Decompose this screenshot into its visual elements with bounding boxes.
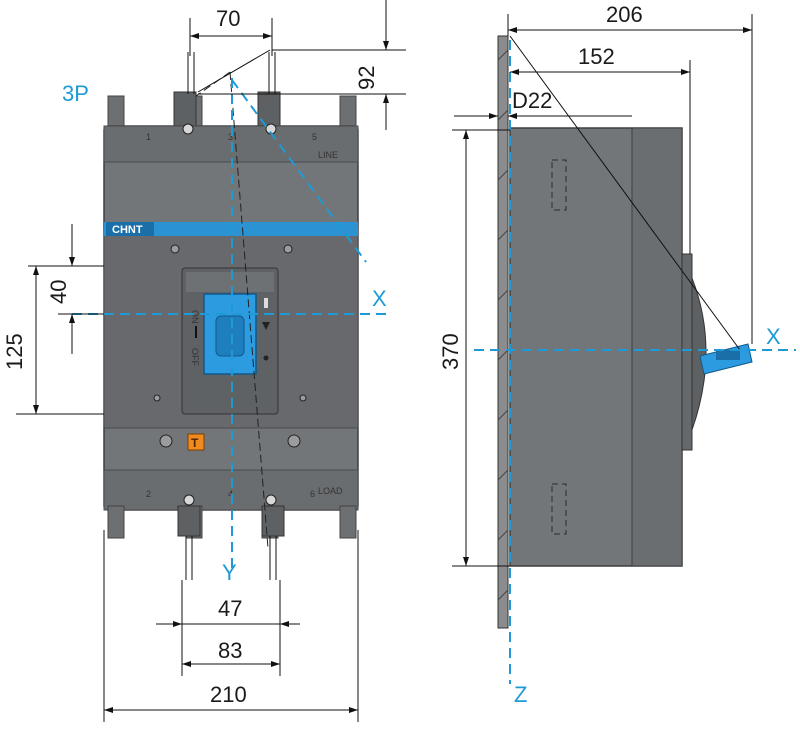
dim-body-depth: 152 (578, 44, 615, 69)
side-axis-z-label: Z (514, 682, 527, 707)
terminal-3: 3 (228, 132, 233, 142)
dim-handle-offset: 40 (46, 280, 71, 304)
off-label: OFF (190, 348, 200, 366)
dim-total-depth: 206 (606, 2, 643, 27)
dim-terminal-spacing: 47 (218, 596, 242, 621)
dim-height: 370 (438, 333, 463, 370)
brand-logo: CHNT (112, 224, 143, 236)
dim-handle-height: 125 (2, 333, 27, 370)
terminal-6: 6 (310, 489, 315, 499)
side-view: X Z 206 152 D22 370 (438, 2, 796, 707)
pole-label: 3P (62, 81, 89, 106)
load-label: LOAD (318, 486, 343, 496)
terminal-2: 2 (146, 489, 151, 499)
on-label: ON (190, 310, 200, 324)
terminal-4: 4 (228, 489, 233, 499)
front-view: CHNT ON OFF T 1 3 5 LINE 2 4 6 LOAD (2, 0, 406, 722)
terminal-1: 1 (146, 132, 151, 142)
front-axis-y-label: Y (222, 560, 237, 585)
warning-badge (187, 433, 205, 451)
dim-top-width: 70 (216, 6, 240, 31)
dim-top-height: 92 (354, 66, 379, 90)
svg-text:T: T (191, 436, 199, 450)
door-panel (497, 35, 509, 629)
terminal-5: 5 (312, 132, 317, 142)
dim-total-width: 210 (210, 682, 247, 707)
dim-door-hole: D22 (512, 88, 552, 113)
front-axis-x-label: X (372, 286, 387, 311)
dim-terminal-span: 83 (218, 638, 242, 663)
line-label: LINE (318, 150, 338, 160)
side-axis-x-label: X (766, 324, 781, 349)
